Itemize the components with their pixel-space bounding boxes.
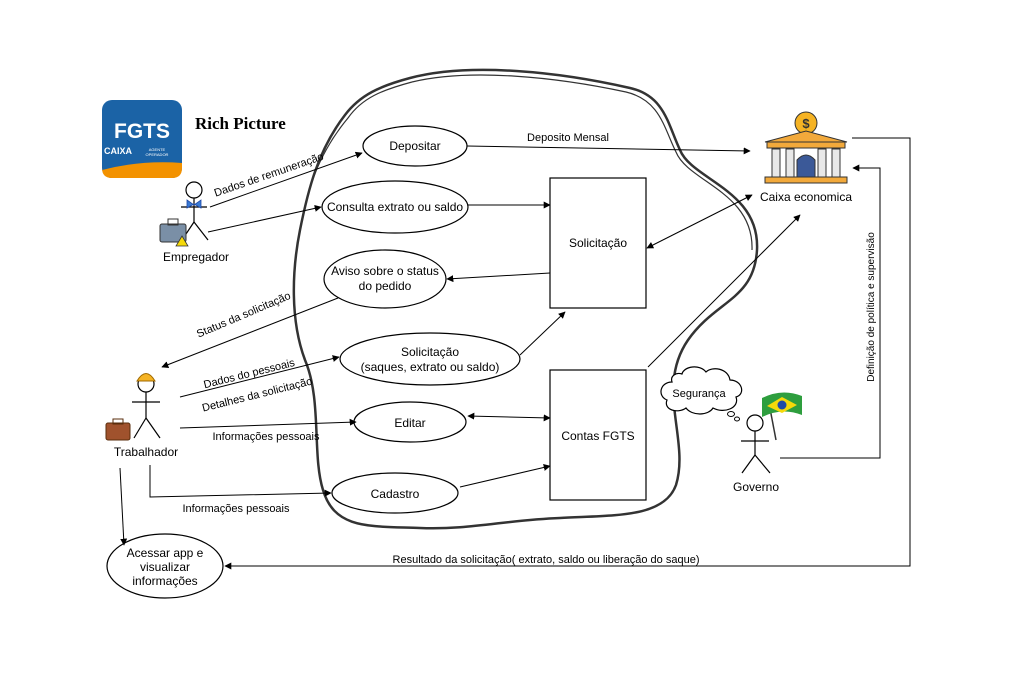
store-solicitacao-label: Solicitação (569, 236, 627, 250)
actor-governo (741, 414, 771, 474)
process-consulta: Consulta extrato ou saldo (321, 180, 469, 234)
fgts-logo: FGTS CAIXA AGENTE OPERADOR (102, 100, 182, 178)
process-consulta-label: Consulta extrato ou saldo (327, 200, 463, 214)
process-aviso-label-1: Aviso sobre o status (331, 264, 439, 278)
logo-main-text: FGTS (114, 120, 170, 143)
logo-sub-line1: AGENTE (149, 147, 166, 152)
process-solicitacao-label-2: (saques, extrato ou saldo) (361, 360, 500, 374)
flow-lines (119, 137, 911, 570)
logo-brand-text: CAIXA (104, 146, 133, 156)
process-acessar-label-3: informações (132, 574, 197, 588)
process-cadastro: Cadastro (331, 472, 459, 514)
security-thought-cloud: Segurança (660, 366, 743, 422)
actor-empregador-label: Empregador (163, 250, 229, 264)
briefcase-warning-icon (159, 218, 189, 247)
helmet-icon (136, 373, 156, 382)
process-depositar: Depositar (362, 125, 468, 167)
actor-empregador (181, 181, 209, 241)
process-aviso: Aviso sobre o status do pedido (323, 249, 447, 309)
store-contas-label: Contas FGTS (561, 429, 634, 443)
flow-label-definicao-politica: Definição de política e supervisão (866, 232, 877, 382)
actor-governo-label: Governo (733, 480, 779, 494)
process-cadastro-label: Cadastro (371, 487, 420, 501)
process-depositar-label: Depositar (389, 139, 440, 153)
flow-label-informacoes-pessoais-1: Informações pessoais (213, 431, 320, 443)
process-acessar-label-1: Acessar app e (127, 546, 204, 560)
actor-trabalhador-label: Trabalhador (114, 445, 178, 459)
flow-label-status-solicitacao: Status da solicitação (195, 290, 293, 340)
store-solicitacao: Solicitação (549, 177, 647, 309)
toolbox-icon (105, 418, 131, 441)
process-aviso-label-2: do pedido (359, 279, 412, 293)
process-acessar: Acessar app e visualizar informações (106, 533, 224, 599)
flow-label-informacoes-pessoais-2: Informações pessoais (183, 503, 290, 515)
bank-icon: $ (764, 111, 848, 184)
flow-label-deposito-mensal: Deposito Mensal (527, 132, 609, 144)
process-acessar-label-2: visualizar (140, 560, 190, 574)
process-solicitacao-label-1: Solicitação (401, 345, 459, 359)
process-solicitacao: Solicitação (saques, extrato ou saldo) (339, 332, 521, 386)
process-editar-label: Editar (394, 416, 425, 430)
process-editar: Editar (353, 401, 467, 443)
security-cloud-label: Segurança (672, 388, 726, 400)
diagram-title: Rich Picture (195, 114, 286, 133)
actor-caixa-label: Caixa economica (760, 190, 852, 204)
store-contas: Contas FGTS (549, 369, 647, 501)
actor-trabalhador (132, 375, 161, 439)
flow-label-resultado: Resultado da solicitação( extrato, saldo… (393, 554, 700, 566)
logo-sub-line2: OPERADOR (146, 152, 169, 157)
svg-text:$: $ (802, 116, 810, 131)
brazil-flag-icon (762, 392, 802, 441)
